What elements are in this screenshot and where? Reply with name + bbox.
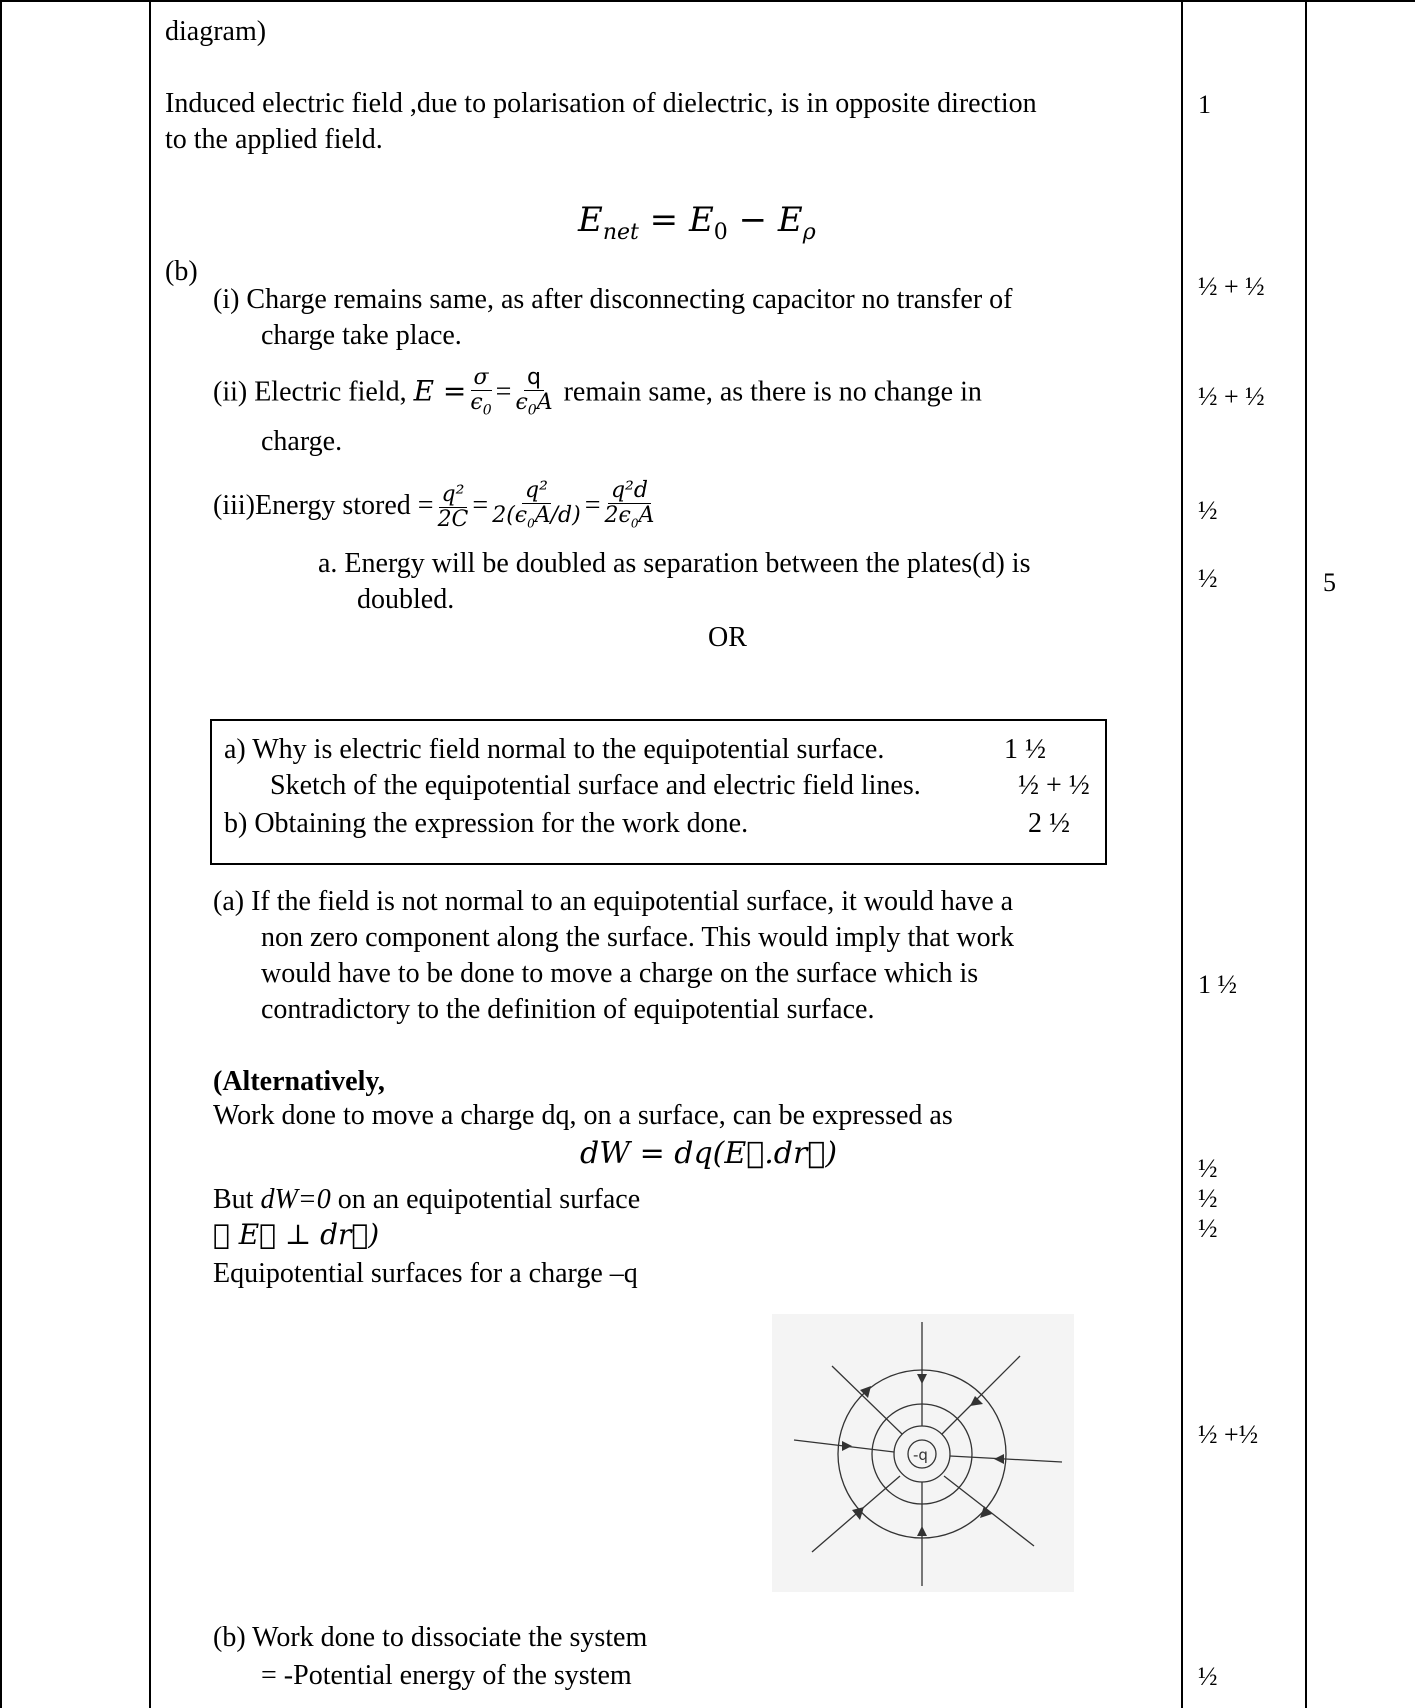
electric-field-formula: E = xyxy=(413,374,467,408)
item-a-line1: a. Energy will be doubled as separation … xyxy=(318,548,1031,579)
mark-7: ½ xyxy=(1198,1154,1218,1183)
mark-9: ½ xyxy=(1198,1214,1218,1243)
table-left-border xyxy=(0,0,2,1708)
item-iii-prefix: (iii)Energy stored xyxy=(213,490,411,521)
table-top-border xyxy=(0,0,1415,2)
item-i-line2: charge take place. xyxy=(261,320,462,351)
equation-net-field: Enet = E0 − Eρ xyxy=(578,200,816,245)
item-ii-suffix: remain same, as there is no change in xyxy=(563,376,982,408)
box-row2-mark: ½ + ½ xyxy=(1018,770,1090,801)
equip-caption: Equipotential surfaces for a charge –q xyxy=(213,1258,638,1289)
mark-5: ½ xyxy=(1198,564,1218,593)
para-a-line3: would have to be done to move a charge o… xyxy=(261,958,979,989)
part-b-label: (b) xyxy=(165,256,198,287)
box-row3-mark: 2 ½ xyxy=(1028,808,1070,839)
item-ii-prefix: (ii) Electric field, xyxy=(213,376,407,408)
total-mark: 5 xyxy=(1323,568,1336,597)
table-col-divider-3 xyxy=(1305,0,1307,1708)
mark-2: ½ + ½ xyxy=(1198,272,1265,301)
box-row2-label: Sketch of the equipotential surface and … xyxy=(270,770,921,801)
para-b-line2: = -Potential energy of the system xyxy=(261,1660,632,1691)
item-i-line1: (i) Charge remains same, as after discon… xyxy=(213,284,1013,315)
but-prefix: But xyxy=(213,1184,261,1215)
box-row1-mark: 1 ½ xyxy=(1004,734,1046,765)
field-arrows xyxy=(842,1374,1004,1536)
mark-6: 1 ½ xyxy=(1198,970,1237,999)
item-a-line2: doubled. xyxy=(357,584,455,615)
induced-field-line2: to the applied field. xyxy=(165,124,383,155)
para-a-line1: (a) If the field is not normal to an equ… xyxy=(213,886,1014,917)
alt-line1: Work done to move a charge dq, on a surf… xyxy=(213,1100,953,1131)
mark-3: ½ + ½ xyxy=(1198,382,1265,411)
para-a-line4: contradictory to the definition of equip… xyxy=(261,994,875,1025)
box-row1-label: a) Why is electric field normal to the e… xyxy=(224,734,885,765)
alt-heading: (Alternatively, xyxy=(213,1066,385,1097)
table-col-divider-1 xyxy=(149,0,151,1708)
equipotential-sketch: -q xyxy=(772,1314,1074,1592)
box-row3-label: b) Obtaining the expression for the work… xyxy=(224,808,749,839)
equation-dw: dW = dq(E⃗.dr⃗) xyxy=(580,1136,838,1171)
item-ii-line2: charge. xyxy=(261,426,343,457)
field-line-e xyxy=(949,1455,1063,1463)
field-line-ne xyxy=(941,1355,1021,1435)
but-suffix: on an equipotential surface xyxy=(330,1184,641,1215)
induced-field-line1: Induced electric field ,due to polarisat… xyxy=(165,88,1037,119)
para-b-line1: (b) Work done to dissociate the system xyxy=(213,1622,648,1653)
mark-10: ½ +½ xyxy=(1198,1420,1259,1449)
mark-1: 1 xyxy=(1198,90,1211,119)
top-fragment: diagram) xyxy=(165,16,267,47)
or-label: OR xyxy=(708,622,747,653)
charge-label: -q xyxy=(913,1446,928,1464)
mark-11: ½ xyxy=(1198,1662,1218,1691)
dw-zero: dW=0 xyxy=(260,1184,331,1215)
marking-scheme-box xyxy=(210,719,1107,865)
para-a-line2: non zero component along the surface. Th… xyxy=(261,922,1014,953)
table-col-divider-2 xyxy=(1181,0,1183,1708)
mark-8: ½ xyxy=(1198,1184,1218,1213)
mark-4: ½ xyxy=(1198,496,1218,525)
equipotential-sketch-svg: -q xyxy=(793,1322,1063,1586)
but-line: But dW=0 on an equipotential surface xyxy=(213,1184,640,1216)
therefore-line: ∴ E⃗ ⊥ dr⃗) xyxy=(213,1218,380,1251)
field-line-nw xyxy=(831,1365,903,1435)
charge-circle xyxy=(907,1439,937,1469)
